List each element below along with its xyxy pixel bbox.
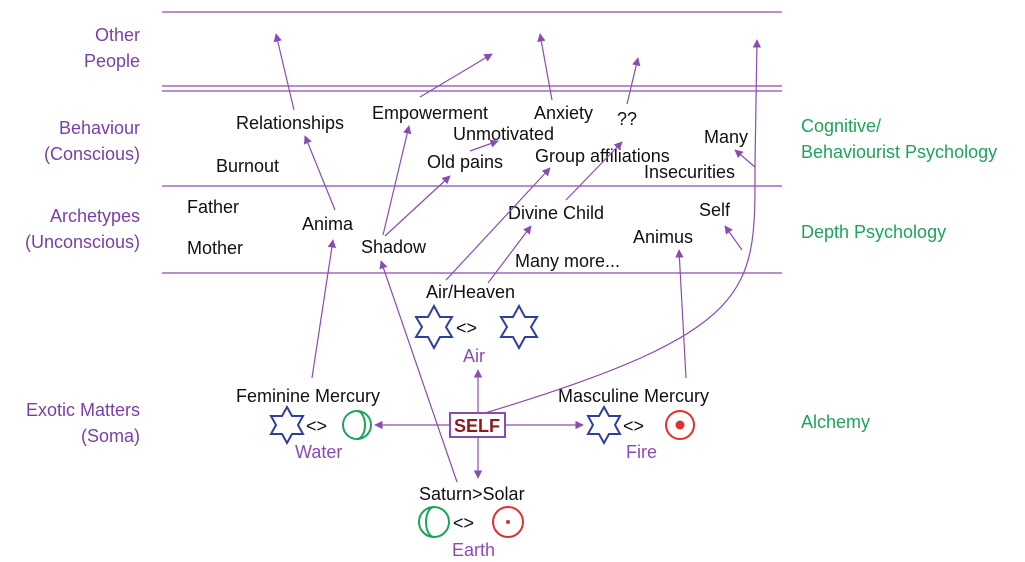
label-soma: (Soma) bbox=[81, 426, 140, 446]
term-animus: Animus bbox=[633, 227, 693, 247]
arrow-feminine-to-anima bbox=[311, 239, 337, 379]
alchemy-water-label: Water bbox=[295, 442, 342, 462]
label-depth-psychology: Depth Psychology bbox=[801, 222, 946, 242]
arrow-air-to-group-affiliations bbox=[445, 167, 551, 281]
moon-crescent-icon bbox=[356, 410, 366, 440]
term-relationships: Relationships bbox=[236, 113, 344, 133]
arrow-anima-to-relationships bbox=[303, 135, 336, 211]
arrow-relationships-to-people bbox=[273, 33, 295, 111]
moon-circle-icon bbox=[342, 410, 372, 440]
arrow-divine-child-to-question bbox=[565, 141, 623, 201]
fire-star-icon bbox=[586, 404, 622, 446]
arrow-old-pains-to-unmotivated bbox=[469, 139, 499, 152]
arrow-to-self bbox=[724, 225, 743, 251]
term-anxiety: Anxiety bbox=[534, 103, 593, 123]
alchemy-earth-label: Earth bbox=[452, 540, 495, 560]
term-insecurities: Insecurities bbox=[644, 162, 735, 182]
earth-between: <> bbox=[453, 513, 474, 533]
term-anima: Anima bbox=[302, 214, 354, 234]
arrow-self-to-people bbox=[484, 39, 762, 414]
label-exotic: Exotic Matters bbox=[26, 400, 140, 420]
alchemy-air-heaven: Air/Heaven bbox=[426, 282, 515, 302]
sun-dot-icon bbox=[675, 420, 685, 430]
term-group-affiliations: Group affiliations bbox=[535, 146, 670, 166]
label-conscious: (Conscious) bbox=[44, 144, 140, 164]
term-empowerment: Empowerment bbox=[372, 103, 488, 123]
arrow-empowerment-to-people bbox=[419, 53, 493, 98]
earth-sun-circle-icon bbox=[492, 506, 524, 538]
earth-moon-crescent-icon bbox=[425, 506, 435, 538]
alchemy-masculine-mercury: Masculine Mercury bbox=[558, 386, 709, 406]
earth-sun-dot-icon bbox=[506, 520, 510, 524]
term-question: ?? bbox=[617, 109, 637, 129]
term-divine-child: Divine Child bbox=[508, 203, 604, 223]
arrow-question-to-people bbox=[626, 57, 641, 105]
air-star-left-icon bbox=[414, 303, 454, 351]
label-alchemy: Alchemy bbox=[801, 412, 870, 432]
fire-between: <> bbox=[623, 416, 644, 436]
self-box-label: SELF bbox=[454, 416, 500, 436]
water-between: <> bbox=[306, 416, 327, 436]
term-many: Many bbox=[704, 127, 748, 147]
label-behaviourist: Behaviourist Psychology bbox=[801, 142, 997, 162]
arrow-air-to-divine-child bbox=[487, 225, 532, 284]
term-self: Self bbox=[699, 200, 731, 220]
sun-circle-icon bbox=[665, 410, 695, 440]
water-star-icon bbox=[269, 404, 305, 446]
arrow-anxiety-to-people bbox=[537, 33, 553, 101]
label-other: Other bbox=[95, 25, 140, 45]
label-behaviour: Behaviour bbox=[59, 118, 140, 138]
label-archetypes: Archetypes bbox=[50, 206, 140, 226]
term-old-pains: Old pains bbox=[427, 152, 503, 172]
air-star-right-icon bbox=[499, 303, 539, 351]
term-mother: Mother bbox=[187, 238, 243, 258]
term-many-more: Many more... bbox=[515, 251, 620, 271]
term-father: Father bbox=[187, 197, 239, 217]
term-shadow: Shadow bbox=[361, 237, 427, 257]
arrow-shadow-to-old-pains bbox=[384, 175, 451, 237]
alchemy-air-label: Air bbox=[463, 346, 485, 366]
arrow-masculine-to-animus bbox=[675, 249, 687, 379]
label-cognitive: Cognitive/ bbox=[801, 116, 881, 136]
arrow-to-many bbox=[734, 149, 756, 168]
arrow-shadow-to-empowerment bbox=[382, 125, 412, 236]
alchemy-feminine-mercury: Feminine Mercury bbox=[236, 386, 380, 406]
alchemy-saturn-solar: Saturn>Solar bbox=[419, 484, 525, 504]
term-burnout: Burnout bbox=[216, 156, 279, 176]
earth-moon-circle-icon bbox=[418, 506, 450, 538]
term-unmotivated: Unmotivated bbox=[453, 124, 554, 144]
label-people: People bbox=[84, 51, 140, 71]
air-between: <> bbox=[456, 318, 477, 338]
arrow-saturn-to-shadow bbox=[379, 260, 458, 483]
alchemy-fire-label: Fire bbox=[626, 442, 657, 462]
label-unconscious: (Unconscious) bbox=[25, 232, 140, 252]
